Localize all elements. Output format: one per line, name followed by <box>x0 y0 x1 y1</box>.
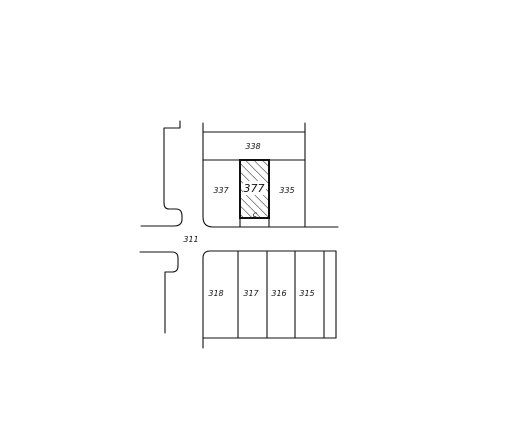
upper-block-outline <box>202 122 339 228</box>
parcel-316-label: 316 <box>271 289 286 298</box>
parcel-315-label: 315 <box>299 289 314 298</box>
parcel-337-label: 337 <box>213 186 229 195</box>
parcel-377-label: 377 <box>244 182 265 195</box>
road-311-label: 311 <box>183 235 198 244</box>
parcel-317-label: 317 <box>243 289 259 298</box>
left-street-boundary-lower <box>139 251 179 334</box>
left-street-boundary-upper <box>140 120 183 227</box>
parcel-335-label: 335 <box>279 186 294 195</box>
lower-block-outline <box>202 250 337 349</box>
marker-c-label: c <box>253 210 258 219</box>
parcel-377-label-bg <box>243 181 266 195</box>
parcel-377-outline <box>239 159 270 219</box>
parcel-318-label: 318 <box>208 289 223 298</box>
parcel-338-label: 338 <box>245 142 260 151</box>
